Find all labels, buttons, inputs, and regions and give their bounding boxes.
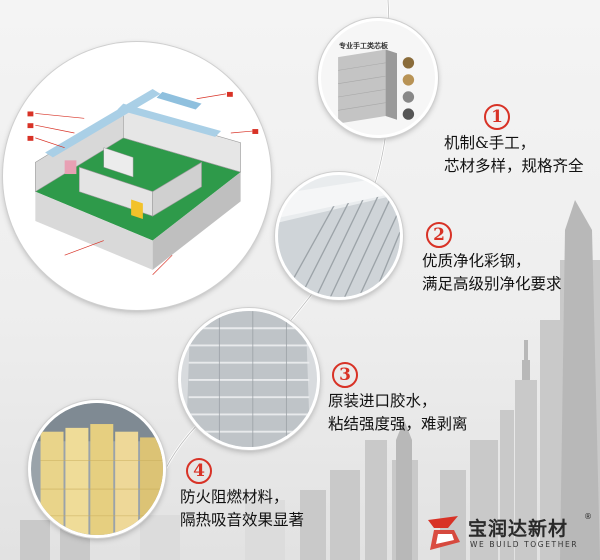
feature-number-4: 4: [186, 458, 212, 484]
brand-name: 宝润达新材: [468, 518, 569, 540]
feature-number-1: 1: [484, 104, 510, 130]
steel-profile-circle: [275, 172, 403, 300]
feature-text-4: 防火阻燃材料， 隔热吸音效果显著: [180, 486, 304, 532]
rockwool-panel-icon: [31, 403, 163, 535]
logo-mark-icon: [428, 516, 460, 550]
steel-profile-icon: [278, 175, 400, 297]
panel-layers-icon: [181, 311, 317, 447]
feature-number-3: 3: [332, 362, 358, 388]
panel-stack-icon: [321, 21, 435, 135]
cleanroom-diagram-icon: [6, 45, 268, 307]
feature-line: 粘结强度强，难剥离: [328, 415, 468, 433]
feature-line: 满足高级别净化要求: [422, 275, 562, 293]
feature-text-3: 原装进口胶水， 粘结强度强，难剥离: [328, 390, 468, 436]
panel-samples-circle: 专业手工类芯板: [318, 18, 438, 138]
feature-line: 原装进口胶水，: [328, 392, 437, 410]
feature-number-2: 2: [426, 222, 452, 248]
brand-logo: 宝润达新材 ® WE BUILD TOGETHER: [424, 512, 596, 558]
feature-line: 机制&手工，: [444, 134, 536, 152]
feature-text-1: 机制&手工， 芯材多样，规格齐全: [444, 132, 584, 178]
feature-line: 芯材多样，规格齐全: [444, 157, 584, 175]
cleanroom-layout-circle: [3, 42, 271, 310]
feature-line: 防火阻燃材料，: [180, 488, 289, 506]
rockwool-stock-circle: [28, 400, 166, 538]
registered-mark: ®: [584, 512, 592, 521]
brand-slogan: WE BUILD TOGETHER: [470, 540, 579, 549]
feature-text-2: 优质净化彩钢， 满足高级别净化要求: [422, 250, 562, 296]
feature-line: 优质净化彩钢，: [422, 252, 531, 270]
feature-line: 隔热吸音效果显著: [180, 511, 305, 529]
glued-panels-circle: [178, 308, 320, 450]
inset-title: 专业手工类芯板: [339, 42, 388, 50]
